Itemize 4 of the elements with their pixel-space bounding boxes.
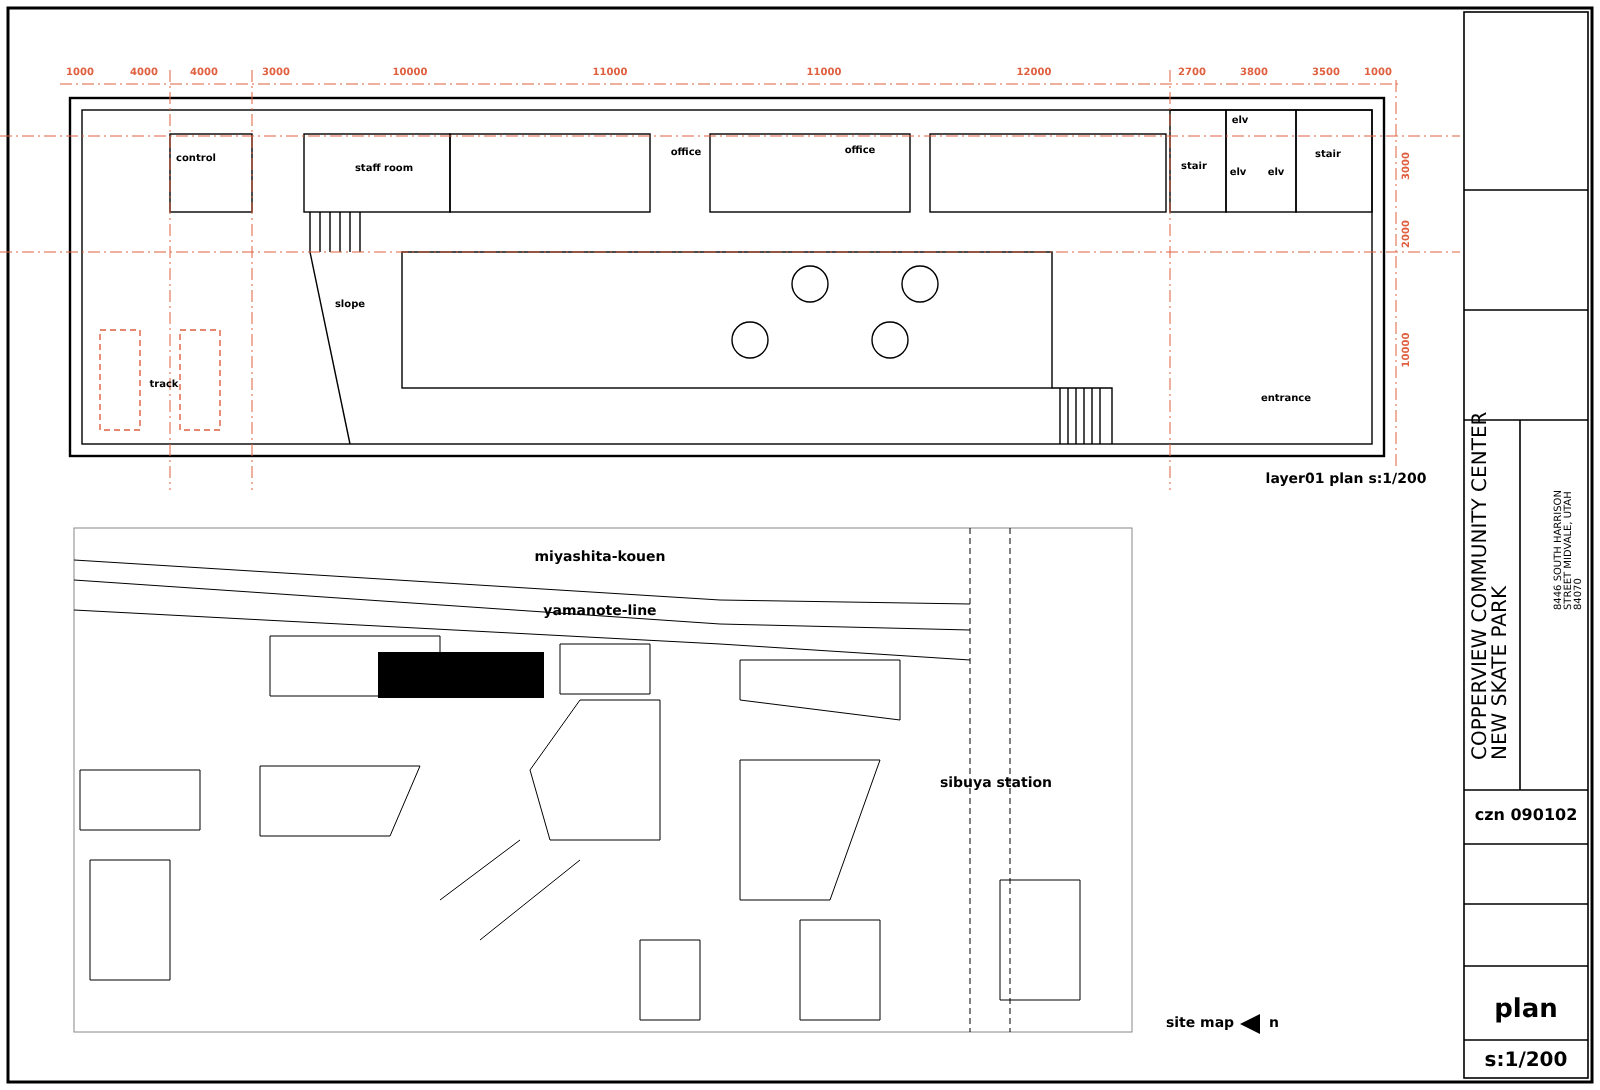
sheet-title: plan bbox=[1494, 997, 1558, 1023]
project-number: czn 090102 bbox=[1474, 808, 1578, 824]
scale-label: s:1/200 bbox=[1484, 1052, 1568, 1072]
project-title: COPPERVIEW COMMUNITY CENTER NEW SKATE PARK bbox=[1472, 409, 1512, 760]
